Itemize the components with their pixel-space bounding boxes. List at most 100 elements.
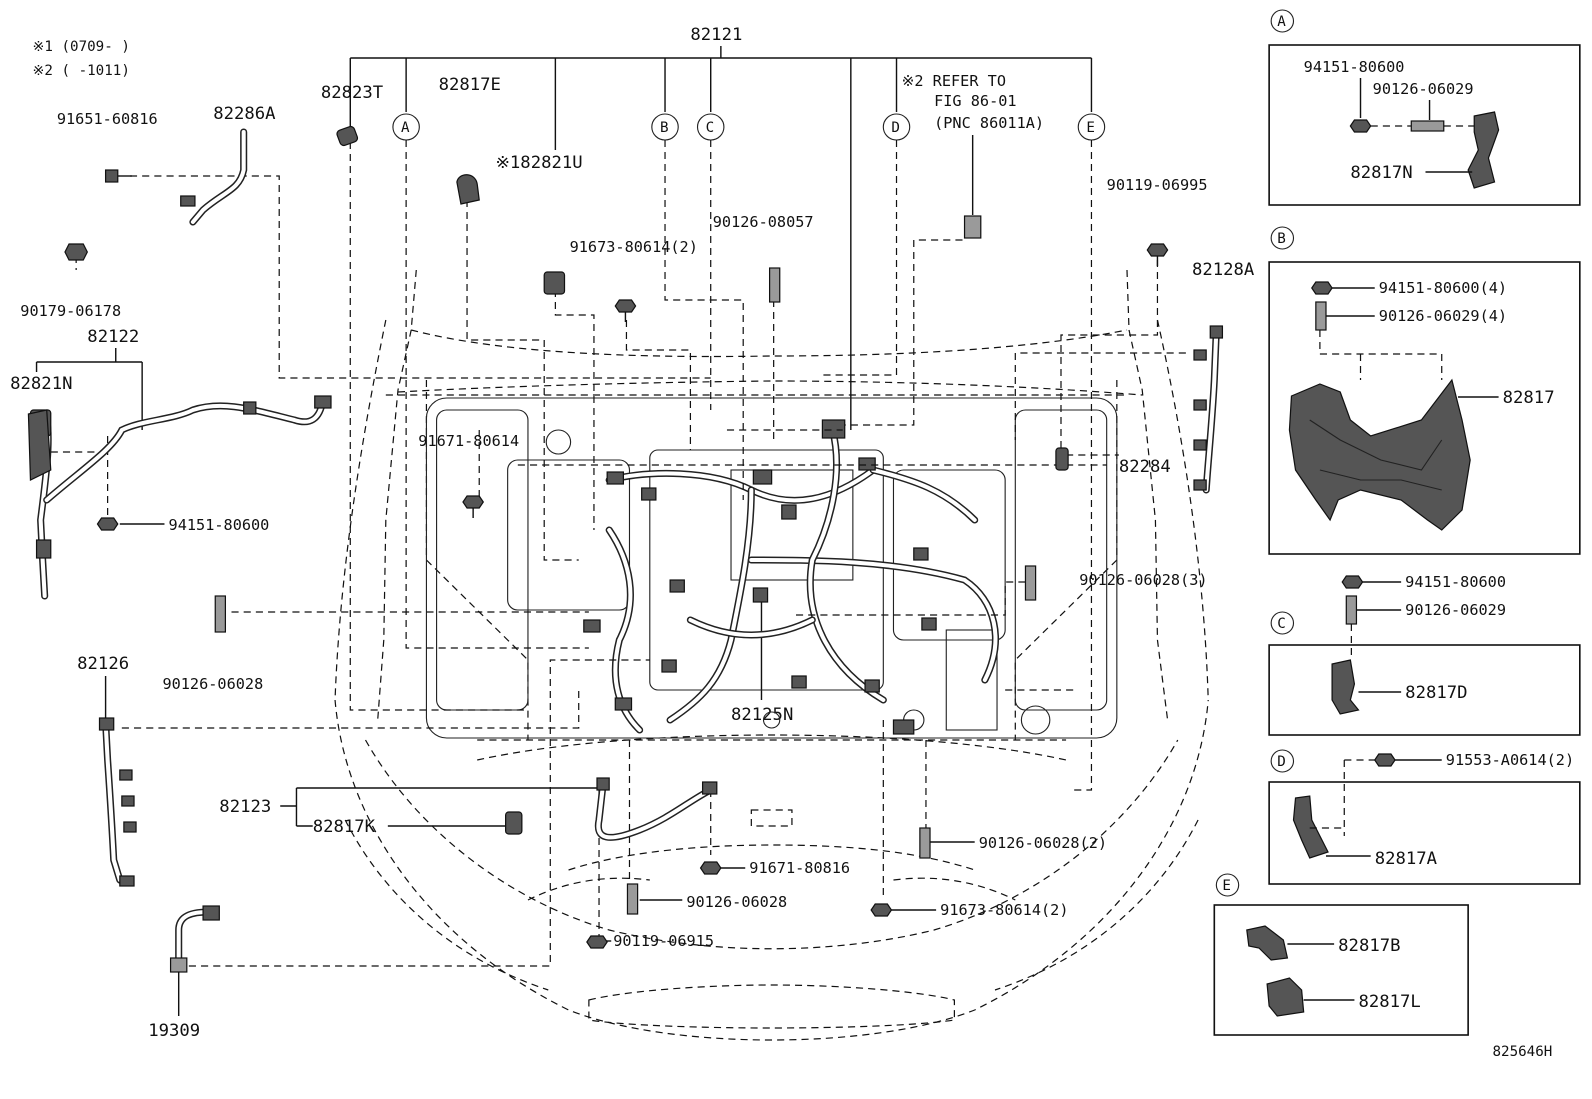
callout-e[interactable]: E — [1077, 113, 1106, 141]
bracket-82122 — [35, 348, 143, 430]
detail-c-letter: C — [1277, 616, 1286, 632]
clamp-82823t[interactable] — [336, 125, 359, 147]
detail-b-82817[interactable]: 82817 — [1503, 388, 1555, 408]
bolt-91673-80614-bottom[interactable] — [870, 903, 893, 917]
detail-b-94151-80600-4[interactable]: 94151-80600(4) — [1379, 279, 1507, 297]
clamp-82817k[interactable] — [505, 811, 523, 835]
nut-94151-80600-left[interactable] — [96, 517, 119, 531]
detail-d-82817a[interactable]: 82817A — [1375, 849, 1437, 869]
svg-text:E: E — [1086, 120, 1095, 136]
label-82123[interactable]: 82123 — [219, 797, 271, 817]
label-82125n[interactable]: 82125N — [731, 705, 793, 725]
bolt-90119-06915[interactable] — [586, 935, 608, 949]
detail-c-nut — [1341, 575, 1364, 589]
detail-b-nut — [1311, 281, 1333, 295]
stud-90126-08057[interactable] — [768, 267, 781, 303]
label-90126-06028-2[interactable]: 90126-06028(2) — [979, 834, 1107, 852]
label-19309[interactable]: 19309 — [148, 1021, 200, 1041]
detail-a-94151-80600[interactable]: 94151-80600 — [1304, 58, 1405, 76]
refer-line-2: FIG 86-01 — [934, 92, 1016, 110]
nut-90179-06178[interactable] — [64, 243, 88, 261]
note-2: ※2 ( -1011) — [32, 63, 129, 79]
label-82121[interactable]: 82121 — [690, 25, 742, 45]
label-91651-60816[interactable]: 91651-60816 — [57, 110, 158, 128]
detail-a-82817n[interactable]: 82817N — [1350, 163, 1412, 183]
vehicle-body-outline — [334, 269, 1209, 1041]
detail-d-91553-a0614-2[interactable]: 91553-A0614(2) — [1446, 751, 1574, 769]
sensor-19309[interactable] — [169, 905, 220, 973]
label-90179-06178[interactable]: 90179-06178 — [20, 302, 121, 320]
detail-c-90126-06029[interactable]: 90126-06029 — [1405, 601, 1506, 619]
label-82821n[interactable]: 82821N — [10, 374, 72, 394]
detail-c-94151-80600[interactable]: 94151-80600 — [1405, 573, 1506, 591]
engine-bay — [425, 397, 1118, 739]
detail-c-clamp-82817d — [1331, 659, 1360, 715]
bolt-91671-80816[interactable] — [699, 861, 722, 875]
label-90119-06915[interactable]: 90119-06915 — [613, 932, 714, 950]
detail-e-82817l[interactable]: 82817L — [1358, 992, 1420, 1012]
bolt-91671-80614[interactable] — [462, 495, 485, 518]
stud-90126-06028-left[interactable] — [214, 595, 227, 633]
bolt-90119-06995[interactable] — [1146, 243, 1169, 266]
callout-d[interactable]: D — [882, 113, 911, 141]
clamp-82821n[interactable] — [27, 409, 52, 481]
detail-a-clamp-82817n — [1467, 111, 1500, 189]
detail-b-90126-06029-4[interactable]: 90126-06029(4) — [1379, 307, 1507, 325]
clamp-82821u[interactable] — [543, 271, 566, 295]
label-91673-80614-bottom[interactable]: 91673-80614(2) — [940, 901, 1068, 919]
label-82823t[interactable]: 82823T — [321, 83, 383, 103]
label-91673-80614-top[interactable]: 91673-80614(2) — [570, 238, 698, 256]
refer-line-3: (PNC 86011A) — [934, 114, 1044, 132]
bracket-82123 — [280, 787, 600, 827]
label-82284[interactable]: 82284 — [1119, 457, 1171, 477]
label-94151-80600-left[interactable]: 94151-80600 — [169, 516, 270, 534]
label-82821u[interactable]: ※182821U — [495, 153, 582, 173]
label-90126-06028-bottom[interactable]: 90126-06028 — [686, 893, 787, 911]
svg-text:D: D — [891, 120, 900, 136]
detail-e-letter: E — [1222, 878, 1231, 894]
label-82126[interactable]: 82126 — [77, 654, 129, 674]
label-91671-80816[interactable]: 91671-80816 — [749, 859, 850, 877]
wire-82286a[interactable] — [180, 128, 248, 226]
wire-82123[interactable] — [594, 777, 718, 841]
wire-harness-82122[interactable] — [29, 395, 332, 600]
label-82817k[interactable]: 82817K — [313, 817, 376, 837]
detail-e-clamp-82817b — [1246, 925, 1289, 961]
wire-harness-82126[interactable] — [98, 717, 137, 887]
detail-d-letter: D — [1277, 754, 1286, 770]
bolt-91651-60816[interactable] — [104, 169, 132, 183]
detail-b-protector-82817 — [1288, 378, 1471, 531]
svg-text:B: B — [660, 120, 669, 136]
detail-c-stud — [1345, 595, 1358, 625]
detail-e-82817b[interactable]: 82817B — [1338, 936, 1400, 956]
detail-a-90126-06029[interactable]: 90126-06029 — [1373, 80, 1474, 98]
callout-c[interactable]: C — [696, 113, 725, 141]
label-82122[interactable]: 82122 — [87, 327, 139, 347]
wire-harness-82128a[interactable] — [1193, 325, 1224, 494]
connector-86011a[interactable] — [963, 215, 982, 239]
detail-e-clamp-82817l — [1266, 977, 1305, 1017]
detail-a-nut — [1349, 119, 1372, 133]
label-82286a[interactable]: 82286A — [213, 104, 275, 124]
clamp-82284[interactable] — [1055, 447, 1069, 471]
label-90126-08057[interactable]: 90126-08057 — [713, 213, 814, 231]
drawing-number: 825646H — [1493, 1044, 1553, 1060]
detail-d-bolt — [1373, 753, 1396, 767]
svg-text:A: A — [401, 120, 410, 136]
stud-90126-06028-2[interactable] — [919, 827, 931, 859]
stud-90126-06028-bottom[interactable] — [626, 883, 639, 915]
detail-c-82817d[interactable]: 82817D — [1405, 683, 1467, 703]
label-91671-80614[interactable]: 91671-80614 — [418, 432, 519, 450]
detail-a-stud — [1410, 120, 1445, 132]
callout-a[interactable]: A — [392, 113, 420, 141]
bolt-91673-80614-top[interactable] — [614, 299, 637, 322]
label-90126-06028-3[interactable]: 90126-06028(3) — [1079, 571, 1207, 589]
clamp-82817e[interactable] — [456, 174, 480, 205]
label-90126-06028-left[interactable]: 90126-06028 — [162, 675, 263, 693]
label-90119-06995[interactable]: 90119-06995 — [1107, 176, 1208, 194]
label-82128a[interactable]: 82128A — [1192, 260, 1254, 280]
label-82817e[interactable]: 82817E — [439, 75, 501, 95]
callout-b[interactable]: B — [651, 113, 679, 141]
stud-90126-06028-3[interactable] — [1024, 565, 1037, 601]
note-1: ※1 (0709- ) — [32, 39, 129, 55]
